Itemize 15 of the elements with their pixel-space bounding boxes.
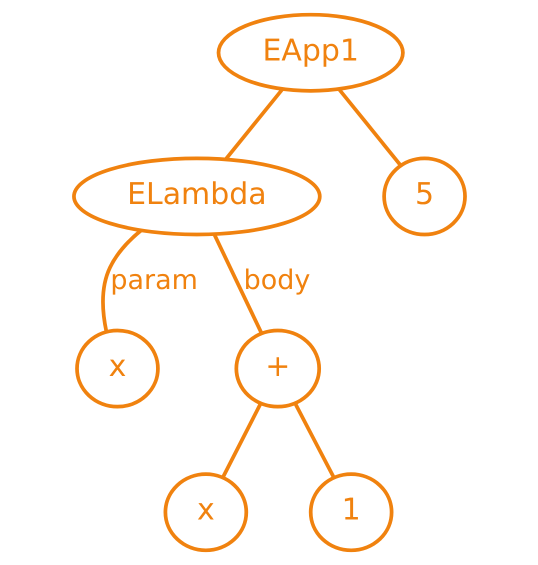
connector: [224, 88, 283, 160]
node-circle: x: [74, 328, 160, 408]
connector: [220, 402, 262, 478]
connector: [293, 402, 336, 479]
edge-label: body: [243, 265, 310, 296]
node-circle: 1: [308, 472, 393, 552]
connector: [337, 88, 402, 166]
node-circle: x: [163, 472, 248, 552]
node-ellipse: EApp1: [216, 12, 404, 93]
edge-label: param: [110, 265, 198, 296]
node-circle: +: [234, 328, 321, 408]
connector: [212, 233, 263, 334]
node-ellipse: ELambda: [72, 156, 322, 236]
connector: [100, 229, 142, 332]
node-circle: 5: [382, 156, 466, 236]
